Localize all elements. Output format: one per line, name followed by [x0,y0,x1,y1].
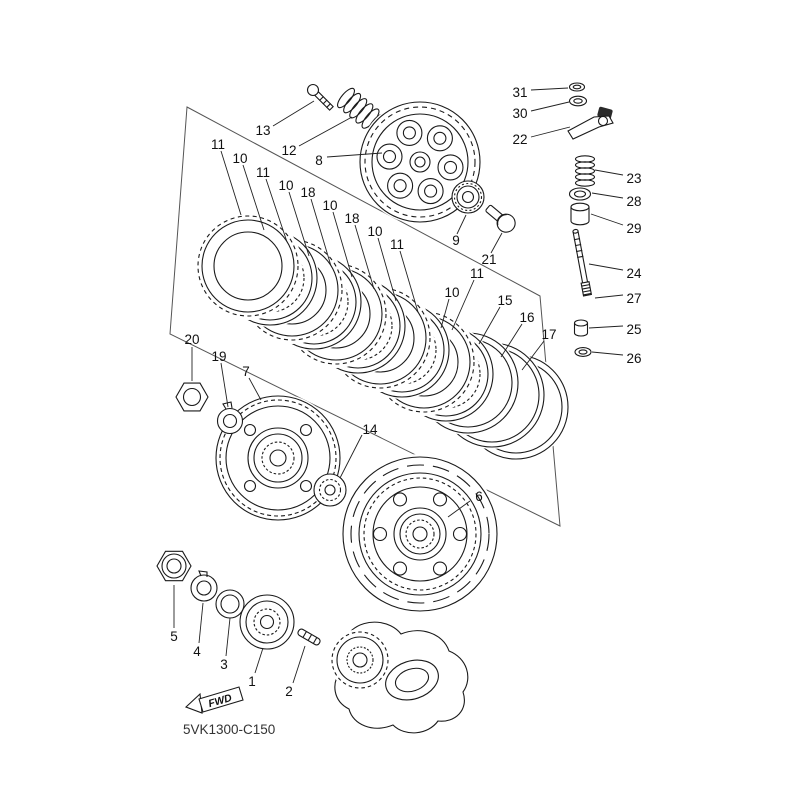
part-callout: 16 [519,310,534,325]
push-rod-24 [572,228,593,297]
spacer-1 [239,594,295,650]
part-callout: 14 [362,422,378,437]
spring-23 [574,155,596,187]
nut-20 [175,382,209,412]
fwd-label: FWD [207,692,234,710]
pin-2 [297,628,321,646]
primary-gear [329,629,391,691]
washer-31 [568,82,586,92]
screw-21 [485,204,516,233]
part-callout: 10 [232,151,247,166]
part-callout: 12 [281,143,296,158]
part-callout: 23 [626,171,641,186]
leader-lines [173,87,624,684]
rod-spline-27 [580,281,593,297]
part-callout: 4 [193,644,201,659]
part-callout: 29 [626,221,641,236]
part-callout: 24 [626,266,642,281]
pressure-plate-8 [358,100,482,224]
friction-plate [194,212,302,320]
bearing-28 [568,187,592,201]
part-callout: 10 [322,198,337,213]
lock-washer-4 [190,570,218,602]
part-callout: 10 [444,285,459,300]
part-callout: 6 [475,489,483,504]
part-callout: 15 [497,293,512,308]
part-callout: 2 [285,684,293,699]
fwd-arrow-icon: FWD [184,686,244,714]
part-callout: 5 [170,629,178,644]
collar-29 [570,202,590,226]
part-callout: 7 [242,364,250,379]
bolt-13 [306,83,334,111]
boundary-box [169,106,561,527]
clutch-boss-7 [214,394,342,522]
part-callout: 10 [278,178,293,193]
part-callout: 27 [626,291,641,306]
part-callout: 9 [452,233,460,248]
part-callout: 8 [315,153,323,168]
part-callout: 11 [390,237,404,252]
part-callout: 1 [248,674,256,689]
part-callout: 11 [470,266,484,281]
washer-3 [215,589,245,619]
part-callout: 19 [211,349,226,364]
clutch-housing-6 [340,454,500,614]
nut-5 [156,550,192,582]
callout-labels: 13 12 8 31 30 22 23 28 29 24 27 25 26 11… [170,85,642,699]
diagram-code: 5VK1300-C150 [183,722,275,737]
part-callout: 28 [626,194,641,209]
part-callout: 3 [220,657,228,672]
part-callout: 26 [626,351,641,366]
part-callout: 17 [541,327,556,342]
part-callout: 20 [184,332,199,347]
part-callout: 18 [344,211,359,226]
part-callout: 18 [300,185,315,200]
part-callout: 25 [626,322,641,337]
push-lever-22 [567,106,614,140]
part-callout: 21 [481,252,496,267]
bearing-9 [451,180,485,214]
part-callout: 30 [512,106,527,121]
spline-washer-14 [313,473,347,507]
part-callout: 31 [512,85,527,100]
lock-washer-19 [216,401,244,435]
washer-26 [574,347,592,357]
part-callout: 13 [255,123,270,138]
part-callout: 10 [367,224,382,239]
part-callout: 22 [512,132,527,147]
washer-30 [568,95,588,107]
part-callout: 11 [256,165,270,180]
collar-25 [573,319,589,337]
part-callout: 11 [211,137,225,152]
